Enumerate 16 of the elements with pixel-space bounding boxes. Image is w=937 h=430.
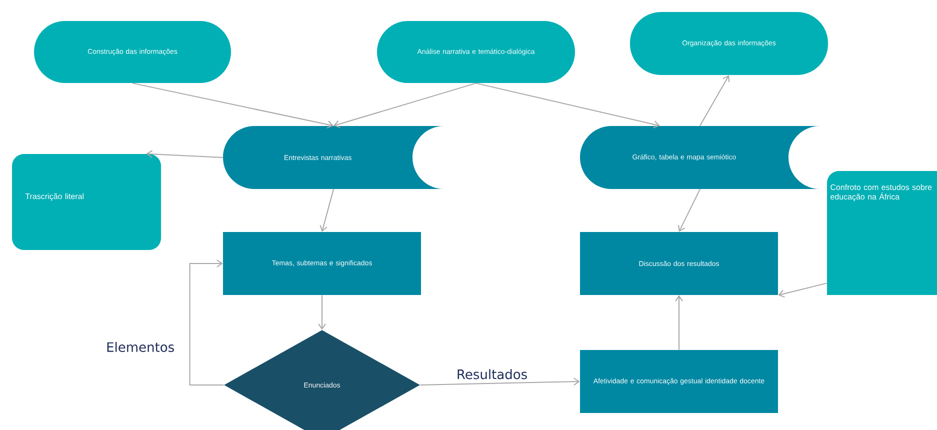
note-card: Trascrição literal [12, 154, 161, 250]
arrow [132, 82, 334, 128]
arrow [320, 188, 334, 232]
arrow [146, 150, 224, 158]
arrow [420, 378, 580, 386]
note-card: Confroto com estudos sobre educação na África [827, 171, 937, 295]
arrow [678, 188, 700, 232]
edge-label: Elementos [105, 340, 176, 354]
arrow [476, 82, 660, 128]
arrow [318, 294, 326, 330]
arrow [778, 282, 828, 298]
arrow [675, 295, 683, 350]
arrow [334, 82, 476, 128]
arrow [189, 259, 224, 386]
arrow [700, 75, 730, 126]
edge-label: Resultados [455, 368, 529, 380]
